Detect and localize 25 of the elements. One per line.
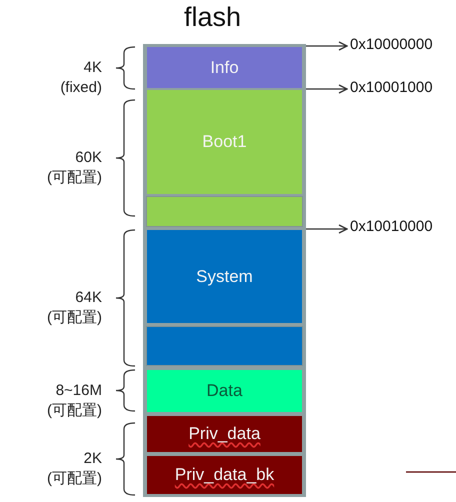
memory-block [147, 197, 302, 226]
memory-block [147, 90, 302, 194]
address-label: 0x10000000 [350, 36, 433, 53]
memory-block [147, 47, 302, 88]
memory-block [147, 416, 302, 452]
arrow [306, 41, 348, 51]
block-label: Data [206, 381, 242, 401]
memory-block [147, 370, 302, 412]
size-label: 64K (可配置) [47, 288, 102, 328]
size-label: 60K (可配置) [47, 148, 102, 188]
size-label: 4K (fixed) [60, 58, 102, 98]
block-label: Boot1 [202, 132, 247, 152]
size-label: 2K (可配置) [47, 449, 102, 489]
memory-block [147, 327, 302, 365]
address-label: 0x10001000 [350, 79, 433, 96]
arrow [306, 84, 348, 94]
diagram-title: flash [184, 2, 242, 33]
memory-block [147, 456, 302, 494]
size-label: 8~16M (可配置) [47, 380, 102, 420]
address-label: 0x10010000 [350, 218, 433, 235]
block-label: Info [210, 58, 239, 78]
block-label: Priv_data_bk [174, 465, 274, 485]
block-label: System [196, 266, 253, 286]
block-label: Priv_data [188, 424, 260, 444]
memory-block [147, 230, 302, 323]
